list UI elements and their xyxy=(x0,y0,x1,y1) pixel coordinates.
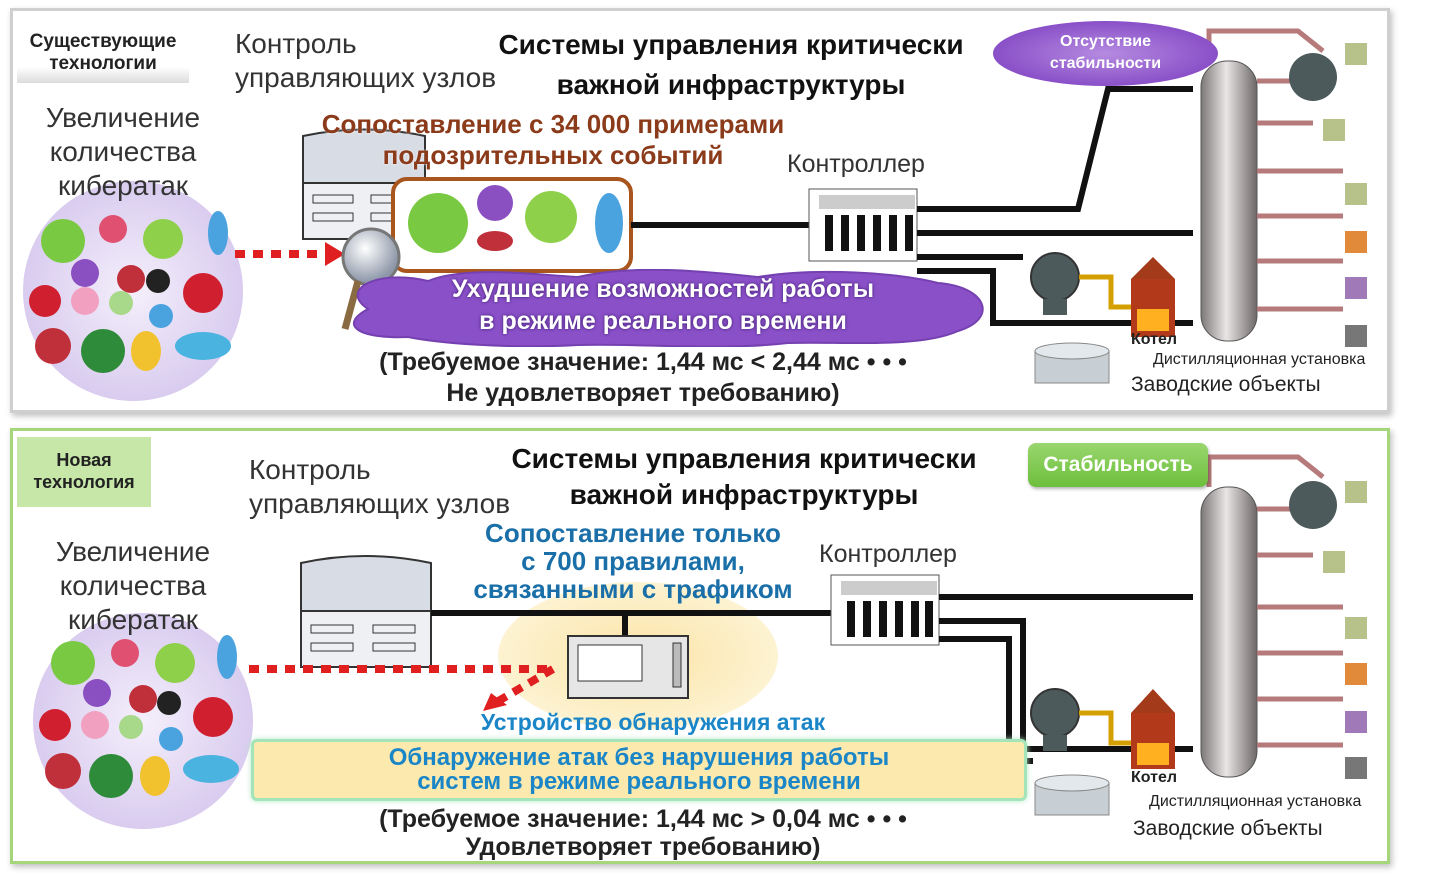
control-nodes-label: Контроль управляющих узлов xyxy=(235,27,496,95)
attack-detector-label: Устройство обнаружения атак xyxy=(480,709,826,735)
bottom-diagram-graphics xyxy=(33,454,1367,829)
tag-line-1: Новая xyxy=(56,450,112,470)
top-diagram-graphics xyxy=(23,28,1367,401)
attacks-line-2: количества xyxy=(59,570,207,601)
degradation-line-1: Ухудшение возможностей работы xyxy=(451,275,875,303)
attacks-line-3: кибератак xyxy=(67,604,199,635)
factory-label: Заводские объекты xyxy=(1131,373,1321,396)
requirement-text: (Требуемое значение: 1,44 мс < 2,44 мс •… xyxy=(313,347,973,409)
virus-icons xyxy=(29,211,231,373)
degradation-line-2: в режиме реального времени xyxy=(479,307,847,335)
pump-icon xyxy=(1030,252,1080,315)
control-nodes-line-2: управляющих узлов xyxy=(235,62,497,93)
controller-icon xyxy=(808,188,918,262)
detection-line-2: систем в режиме реального времени xyxy=(417,768,861,795)
boiler-icon xyxy=(1131,257,1175,337)
matching-line-3: связанными с трафиком xyxy=(473,574,793,604)
control-nodes-line-2: управляющих узлов xyxy=(249,488,511,519)
detection-result-text: Обнаружение атак без нарушения работы си… xyxy=(254,742,1024,794)
factory-label: Заводские объекты xyxy=(1133,817,1323,840)
new-technology-panel: Новая технология Контроль управляющих уз… xyxy=(10,428,1390,864)
matching-line-2: подозрительных событий xyxy=(382,140,724,170)
detection-line-1: Обнаружение атак без нарушения работы xyxy=(388,744,890,771)
title-line-1: Системы управления критически xyxy=(498,29,964,60)
pattern-matching-label: Сопоставление с 34 000 примерами подозри… xyxy=(283,109,823,171)
cyberattacks-label: Увеличение количества кибератак xyxy=(33,101,213,203)
monitoring-computer-icon xyxy=(300,555,432,668)
attacks-line-2: количества xyxy=(49,136,197,167)
attacks-line-3: кибератак xyxy=(57,170,189,201)
stability-badge: Стабильность xyxy=(1028,443,1208,487)
distillation-label: Дистилляционная установка xyxy=(1149,793,1362,810)
existing-technology-tag: Существующие технологии xyxy=(17,29,189,83)
matching-line-1: Сопоставление только xyxy=(485,518,781,548)
pattern-virus-icons xyxy=(408,185,623,253)
degradation-cloud xyxy=(353,269,984,347)
title-line-1: Системы управления критически xyxy=(511,443,977,474)
tank-icon xyxy=(1034,774,1110,816)
title-line-2: важной инфраструктуры xyxy=(556,69,906,100)
distillation-column-icon xyxy=(1200,28,1367,347)
requirement-line-1: (Требуемое значение: 1,44 мс < 2,44 мс •… xyxy=(379,348,907,376)
controller-label: Контроллер xyxy=(787,150,925,178)
requirement-line-2: Не удовлетворяет требованию) xyxy=(446,379,840,407)
boiler-label: Котел xyxy=(1131,331,1178,348)
plant-wiring xyxy=(917,86,1193,326)
instability-badge: Отсутствие стабильности xyxy=(993,21,1218,86)
tag-line-2: технология xyxy=(33,472,135,492)
attack-detector-icon xyxy=(567,635,689,699)
controller-icon xyxy=(830,574,940,646)
control-nodes-line-1: Контроль xyxy=(249,454,371,485)
matching-line-2: с 700 правилами, xyxy=(521,546,745,576)
control-nodes-label: Контроль управляющих узлов xyxy=(249,453,510,521)
infrastructure-title: Системы управления критически важной инф… xyxy=(499,441,989,513)
distillation-label: Дистилляционная установка xyxy=(1153,351,1366,368)
matching-line-1: Сопоставление с 34 000 примерами xyxy=(321,109,785,139)
new-technology-tag: Новая технология xyxy=(17,437,151,507)
boiler-icon xyxy=(1131,689,1175,769)
pump-icon xyxy=(1030,688,1080,751)
tag-line-1: Существующие xyxy=(29,31,177,52)
boiler-label: Котел xyxy=(1131,769,1178,786)
requirement-line-1: (Требуемое значение: 1,44 мс > 0,04 мс •… xyxy=(379,805,907,833)
badge-line-1: Отсутствие xyxy=(1060,33,1151,50)
tank-icon xyxy=(1034,342,1110,384)
degradation-text: Ухудшение возможностей работы в режиме р… xyxy=(338,273,988,337)
tag-line-2: технологии xyxy=(49,53,157,74)
controller-label: Контроллер xyxy=(819,540,957,568)
virus-icons xyxy=(39,635,239,798)
attacks-line-1: Увеличение xyxy=(55,536,211,567)
infrastructure-title: Системы управления критически важной инф… xyxy=(471,25,991,105)
requirement-text: (Требуемое значение: 1,44 мс > 0,04 мс •… xyxy=(313,805,973,861)
title-line-2: важной инфраструктуры xyxy=(569,479,919,510)
control-nodes-line-1: Контроль xyxy=(235,28,357,59)
existing-technology-panel: Существующие технологии Контроль управля… xyxy=(10,8,1390,413)
distillation-column-icon xyxy=(1200,454,1367,779)
attacks-line-1: Увеличение xyxy=(45,102,201,133)
requirement-line-2: Удовлетворяет требованию) xyxy=(465,833,821,861)
rule-matching-label: Сопоставление только с 700 правилами, св… xyxy=(443,519,823,603)
detection-result-box: Обнаружение атак без нарушения работы си… xyxy=(251,739,1027,801)
cyberattacks-label: Увеличение количества кибератак xyxy=(43,535,223,637)
badge-line-2: стабильности xyxy=(1049,55,1162,72)
